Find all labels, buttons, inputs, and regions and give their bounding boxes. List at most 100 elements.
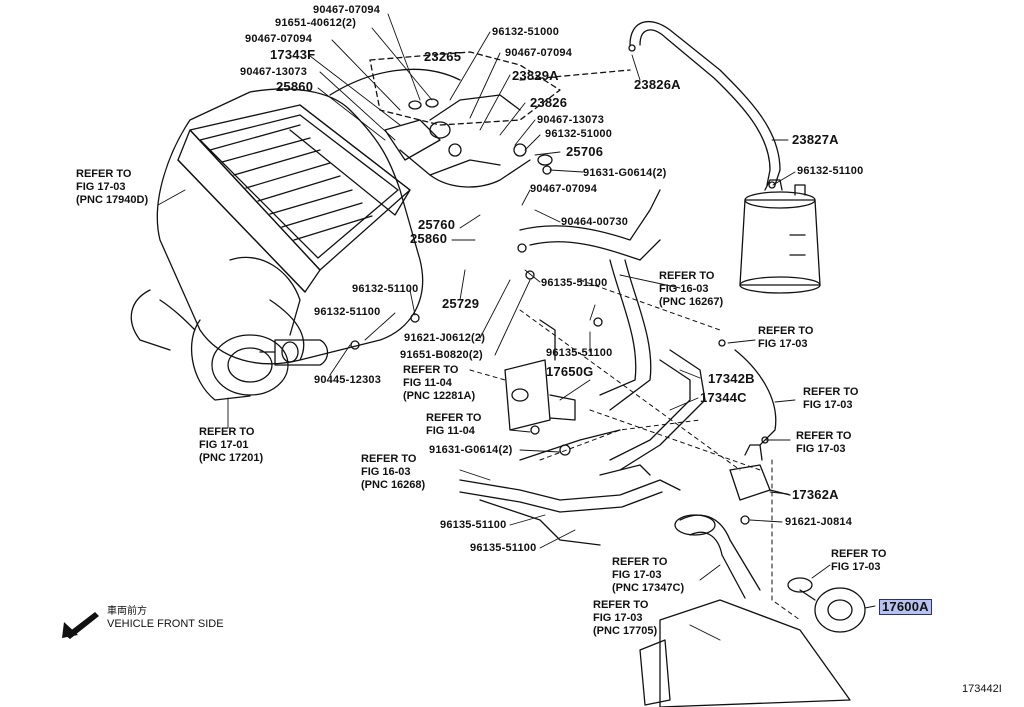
part-label[interactable]: 90467-07094 <box>505 47 573 59</box>
part-label[interactable]: 90445-12303 <box>314 374 382 386</box>
highlighted-part-label[interactable]: 17600A <box>879 599 932 615</box>
part-label[interactable]: 23827A <box>792 132 839 147</box>
refer-line: (PNC 17705) <box>593 625 658 637</box>
part-label[interactable]: 96132-51000 <box>545 128 613 140</box>
part-label[interactable]: 90467-13073 <box>537 114 605 126</box>
part-label[interactable]: 90467-13073 <box>240 66 308 78</box>
valve-17600a-drawing <box>787 577 866 633</box>
intercooler-drawing <box>177 104 411 293</box>
part-label[interactable]: 91651-40612(2) <box>275 17 357 29</box>
part-label[interactable]: 25760 <box>418 217 456 232</box>
vehicle-front-legend-jp: 車両前方 <box>107 606 147 617</box>
diagram-code: 173442I <box>962 683 1002 695</box>
refer-line: (PNC 16267) <box>659 296 724 308</box>
refer-line: REFER TO <box>796 430 852 442</box>
refer-line: FIG 17-03 <box>76 181 126 193</box>
part-label[interactable]: 17650G <box>546 364 594 379</box>
refer-to-note[interactable]: REFER TO FIG 17-03 <box>758 325 813 351</box>
refer-line: REFER TO <box>612 556 668 568</box>
part-label[interactable]: 96135-51100 <box>440 519 507 531</box>
refer-to-note[interactable]: REFER TO FIG 11-04 (PNC 12281A) <box>403 364 475 403</box>
refer-line: FIG 17-03 <box>758 338 808 350</box>
part-label[interactable]: 17342B <box>708 371 755 386</box>
turbocharger-drawing <box>159 256 305 401</box>
air-cleaner-drawing <box>639 599 851 707</box>
part-label[interactable]: 90464-00730 <box>561 216 629 228</box>
charcoal-canister-drawing <box>739 179 821 294</box>
part-label[interactable]: 96132-51100 <box>352 283 419 295</box>
vehicle-front-legend: VEHICLE FRONT SIDE <box>107 618 224 630</box>
part-label[interactable]: 91631-G0614(2) <box>583 167 667 179</box>
refer-line: REFER TO <box>403 364 459 376</box>
part-label[interactable]: 96135-51100 <box>470 542 537 554</box>
part-label[interactable]: 23826A <box>634 77 681 92</box>
refer-to-note[interactable]: REFER TO FIG 17-03 <box>796 430 851 456</box>
bolt-markers <box>350 44 776 525</box>
refer-to-note[interactable]: REFER TO FIG 16-03 (PNC 16267) <box>659 270 723 309</box>
engine-block-outline <box>130 68 461 365</box>
refer-line: FIG 17-03 <box>612 569 662 581</box>
part-label[interactable]: 91621-J0612(2) <box>404 332 486 344</box>
assembly-dashed-outline <box>369 51 631 126</box>
leader-dashed-lines <box>469 279 801 621</box>
refer-line: REFER TO <box>426 412 482 424</box>
refer-line: FIG 17-01 <box>199 439 249 451</box>
refer-line: REFER TO <box>831 548 887 560</box>
top-bracket-cluster <box>384 94 553 188</box>
part-label[interactable]: 23829A <box>512 68 559 83</box>
refer-line: FIG 11-04 <box>426 425 475 437</box>
refer-to-note[interactable]: REFER TO FIG 16-03 (PNC 16268) <box>361 453 425 492</box>
refer-line: REFER TO <box>76 168 132 180</box>
front-arrow-icon <box>62 612 99 639</box>
refer-line: REFER TO <box>659 270 715 282</box>
part-label[interactable]: 96132-51000 <box>492 26 560 38</box>
refer-to-note[interactable]: REFER TO FIG 11-04 <box>426 412 481 438</box>
refer-line: REFER TO <box>593 599 649 611</box>
refer-line: FIG 16-03 <box>659 283 709 295</box>
refer-line: REFER TO <box>199 426 255 438</box>
refer-line: (PNC 17201) <box>199 452 264 464</box>
part-label[interactable]: 96132-51100 <box>797 165 864 177</box>
refer-line: (PNC 12281A) <box>403 390 476 402</box>
hose-lower-drawing <box>674 514 761 599</box>
refer-to-note[interactable]: REFER TO FIG 17-03 <box>831 548 886 574</box>
refer-to-note[interactable]: REFER TO FIG 17-03 (PNC 17940D) <box>76 168 148 207</box>
part-label[interactable]: 91631-G0614(2) <box>429 444 513 456</box>
refer-line: REFER TO <box>758 325 814 337</box>
refer-line: (PNC 17940D) <box>76 194 149 206</box>
part-label[interactable]: 90467-07094 <box>313 4 381 16</box>
vsv-bracket-drawing <box>504 319 576 431</box>
refer-to-note[interactable]: REFER TO FIG 17-01 (PNC 17201) <box>199 426 263 465</box>
leader-lines <box>157 13 876 641</box>
refer-line: REFER TO <box>803 386 859 398</box>
part-label[interactable]: 96135-51100 <box>546 347 613 359</box>
refer-line: FIG 16-03 <box>361 466 411 478</box>
part-label[interactable]: 96132-51100 <box>314 306 381 318</box>
part-label[interactable]: 17344C <box>700 390 747 405</box>
refer-line: REFER TO <box>361 453 417 465</box>
refer-to-note[interactable]: REFER TO FIG 17-03 <box>803 386 858 412</box>
refer-line: FIG 11-04 <box>403 377 452 389</box>
part-label[interactable]: 17343F <box>270 47 316 62</box>
part-label[interactable]: 90467-07094 <box>245 33 313 45</box>
part-label[interactable]: 25729 <box>442 296 480 311</box>
part-label[interactable]: 25860 <box>276 79 314 94</box>
refer-to-note[interactable]: REFER TO FIG 17-03 (PNC 17705) <box>593 599 657 638</box>
actuator-drawing <box>259 339 329 366</box>
refer-line: FIG 17-03 <box>796 443 846 455</box>
part-label[interactable]: 23265 <box>424 49 462 64</box>
part-label[interactable]: 25860 <box>410 231 448 246</box>
part-label[interactable]: 17362A <box>792 487 839 502</box>
part-label[interactable]: 23826 <box>530 95 568 110</box>
refer-to-note[interactable]: REFER TO FIG 17-03 (PNC 17347C) <box>612 556 684 595</box>
part-label[interactable]: 91651-B0820(2) <box>400 349 483 361</box>
refer-line: FIG 17-03 <box>593 612 643 624</box>
part-label[interactable]: 91621-J0814 <box>785 516 853 528</box>
part-label[interactable]: 25706 <box>566 144 604 159</box>
part-label[interactable]: 90467-07094 <box>530 183 598 195</box>
hose-23826a-drawing <box>629 21 781 186</box>
part-label[interactable]: 96135-51100 <box>541 277 608 289</box>
hose-cluster-middle <box>519 189 706 471</box>
lower-pipe-assembly <box>459 429 681 546</box>
